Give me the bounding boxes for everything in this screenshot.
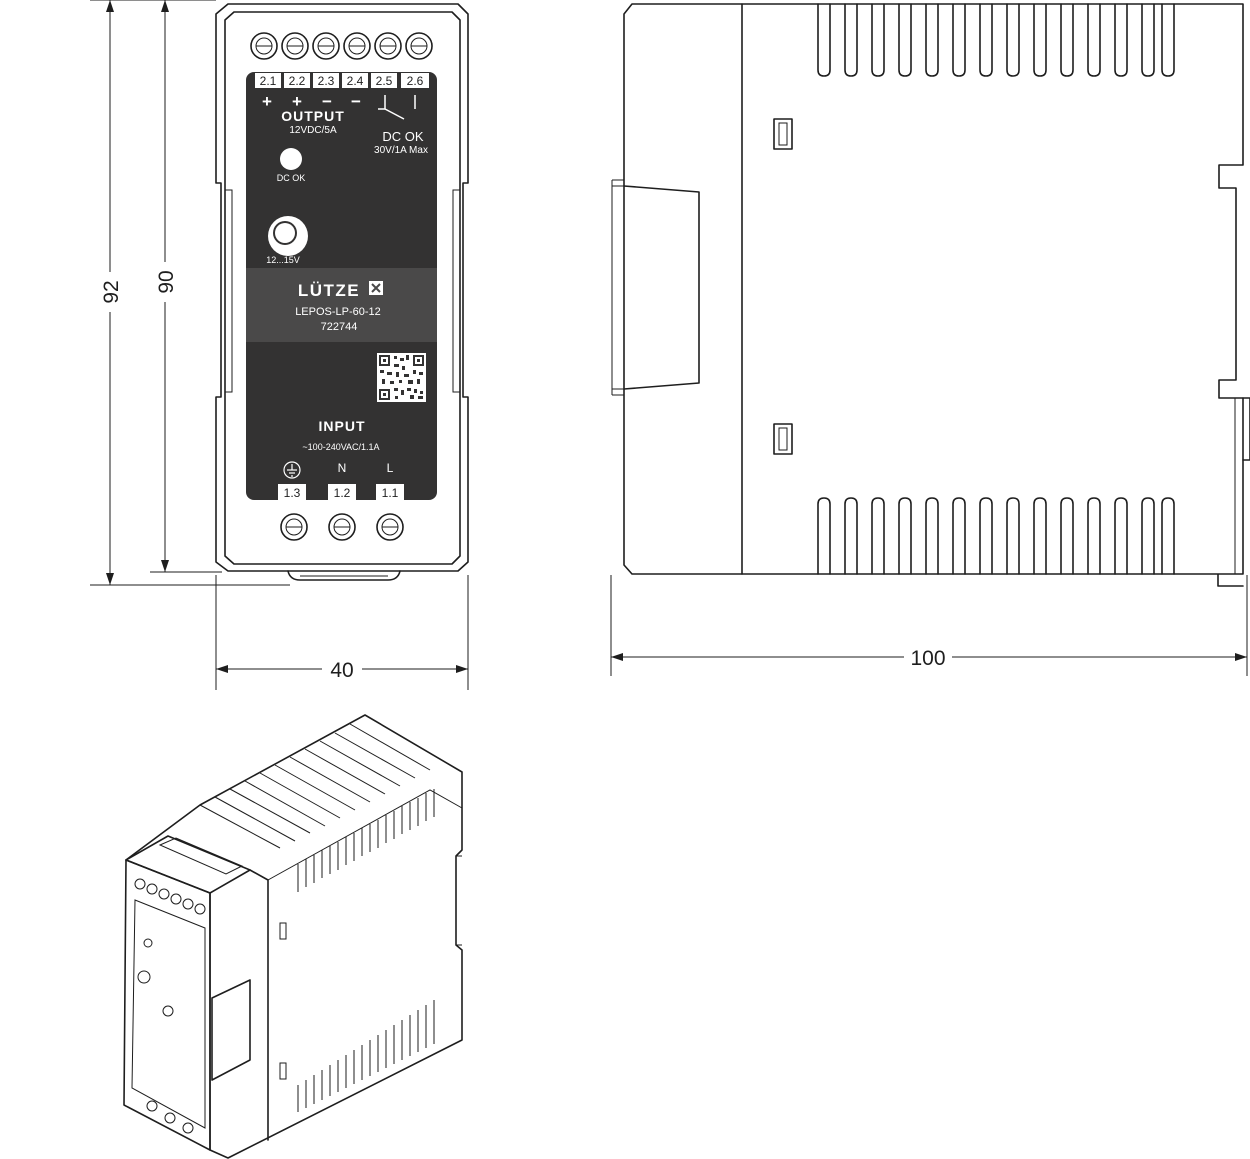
polarity-2: +	[292, 92, 302, 111]
side-slot-lower	[773, 423, 793, 455]
polarity-4: −	[351, 92, 361, 111]
terminal-2-4: 2.4	[347, 74, 364, 88]
bottom-vents	[817, 497, 1175, 575]
terminal-2-2: 2.2	[289, 74, 306, 88]
model-name: LEPOS-LP-60-12	[295, 306, 381, 318]
side-view	[611, 3, 1250, 587]
part-number: 722744	[321, 321, 358, 333]
output-screws	[250, 32, 433, 60]
side-slot-upper	[773, 118, 793, 150]
iso-side-vents-bottom	[297, 1000, 435, 1112]
terminal-1-1: 1.1	[382, 486, 399, 500]
iso-top-fins	[199, 723, 431, 849]
input-rating: ~100-240VAC/1.1A	[302, 442, 379, 452]
brand-mark-icon	[369, 281, 383, 295]
terminal-2-6: 2.6	[407, 74, 424, 88]
terminal-1-3: 1.3	[284, 486, 301, 500]
terminal-2-5: 2.5	[376, 74, 393, 88]
dimension-lines: 92 90 40 100	[90, 0, 1248, 690]
brand-band	[246, 268, 437, 342]
output-title: OUTPUT	[281, 108, 345, 124]
front-view: 2.1 2.2 2.3 2.4 2.5 2.6 + + − − OUTPUT 1…	[215, 3, 469, 581]
voltage-adjust-potentiometer-icon	[268, 216, 308, 256]
input-symbol-l: L	[387, 461, 394, 475]
terminal-2-3: 2.3	[318, 74, 335, 88]
dcok-title: DC OK	[382, 129, 424, 144]
top-vents	[817, 3, 1175, 77]
qr-code-icon	[377, 353, 426, 402]
iso-side-vents-top	[297, 789, 435, 892]
polarity-1: +	[262, 92, 272, 111]
led-label: DC OK	[277, 173, 306, 183]
relay-contact-icon	[378, 95, 416, 120]
brand-logo: LÜTZE	[298, 281, 360, 300]
dimension-40: 40	[330, 659, 353, 682]
dimension-100: 100	[910, 647, 945, 670]
input-symbol-n: N	[338, 461, 347, 475]
output-terminal-boxes: 2.1 2.2 2.3 2.4 2.5 2.6	[255, 73, 429, 88]
polarity-3: −	[322, 92, 332, 111]
dcok-rating: 30V/1A Max	[374, 145, 428, 156]
terminal-2-1: 2.1	[260, 74, 277, 88]
output-rating: 12VDC/5A	[289, 125, 337, 136]
dimension-90: 90	[155, 270, 178, 293]
iso-input-screws	[146, 1100, 194, 1134]
dc-ok-led-icon	[280, 148, 302, 170]
input-screws	[280, 513, 404, 541]
protective-earth-icon	[283, 461, 301, 479]
isometric-view	[123, 714, 463, 1159]
pot-label: 12...15V	[266, 255, 300, 265]
dimension-92: 92	[100, 280, 123, 303]
terminal-1-2: 1.2	[334, 486, 351, 500]
iso-output-screws	[134, 878, 206, 915]
input-title: INPUT	[319, 418, 366, 434]
